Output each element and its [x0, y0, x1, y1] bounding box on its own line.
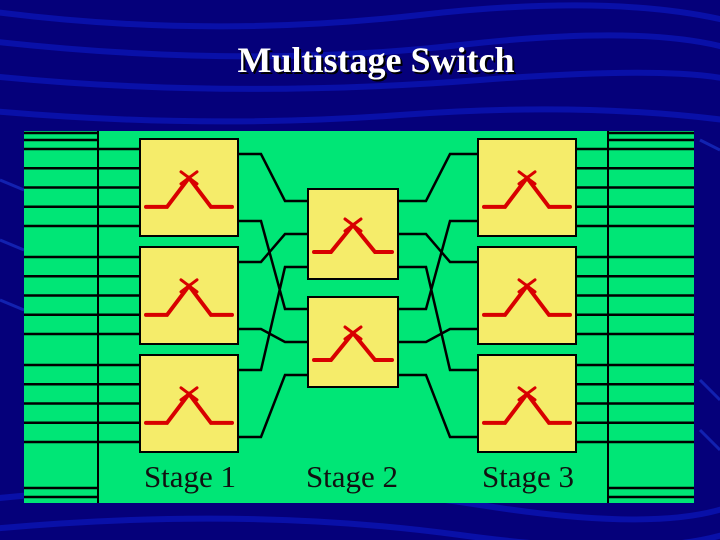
crossbar-switch-icon [144, 278, 234, 317]
stage-1-switch-2 [139, 246, 239, 345]
stage2-stage3-link [398, 152, 478, 203]
stage-2-switch-1 [307, 188, 399, 280]
crossbar-switch-icon [312, 217, 394, 254]
stage-1-label: Stage 1 [144, 459, 236, 494]
stage1-stage2-link [238, 219, 308, 311]
stage-3-switch-2 [477, 246, 577, 345]
stage-3-switch-3 [477, 354, 577, 453]
stage1-stage2-link [238, 232, 308, 264]
slide-title: Multistage Switch [237, 40, 515, 80]
stage1-stage2-link [238, 152, 308, 203]
stage-3-switch-1 [477, 138, 577, 237]
crossbar-switch-icon [312, 325, 394, 362]
stage-3-label: Stage 3 [482, 459, 574, 494]
crossbar-switch-icon [144, 386, 234, 425]
stage-1-switch-1 [139, 138, 239, 237]
crossbar-switch-icon [144, 170, 234, 209]
stage1-stage2-link [238, 265, 308, 372]
stage2-stage3-link [398, 327, 478, 344]
stage2-stage3-link [398, 219, 478, 311]
stage2-stage3-link [398, 232, 478, 264]
stage2-stage3-link [398, 373, 478, 439]
stage2-stage3-link [398, 265, 478, 372]
stage1-stage2-link [238, 373, 308, 439]
crossbar-switch-icon [482, 386, 572, 425]
crossbar-switch-icon [482, 170, 572, 209]
stage-2-switch-2 [307, 296, 399, 388]
stage1-stage2-link [238, 327, 308, 344]
stage-2-label: Stage 2 [306, 459, 398, 494]
crossbar-switch-icon [482, 278, 572, 317]
stage-1-switch-3 [139, 354, 239, 453]
